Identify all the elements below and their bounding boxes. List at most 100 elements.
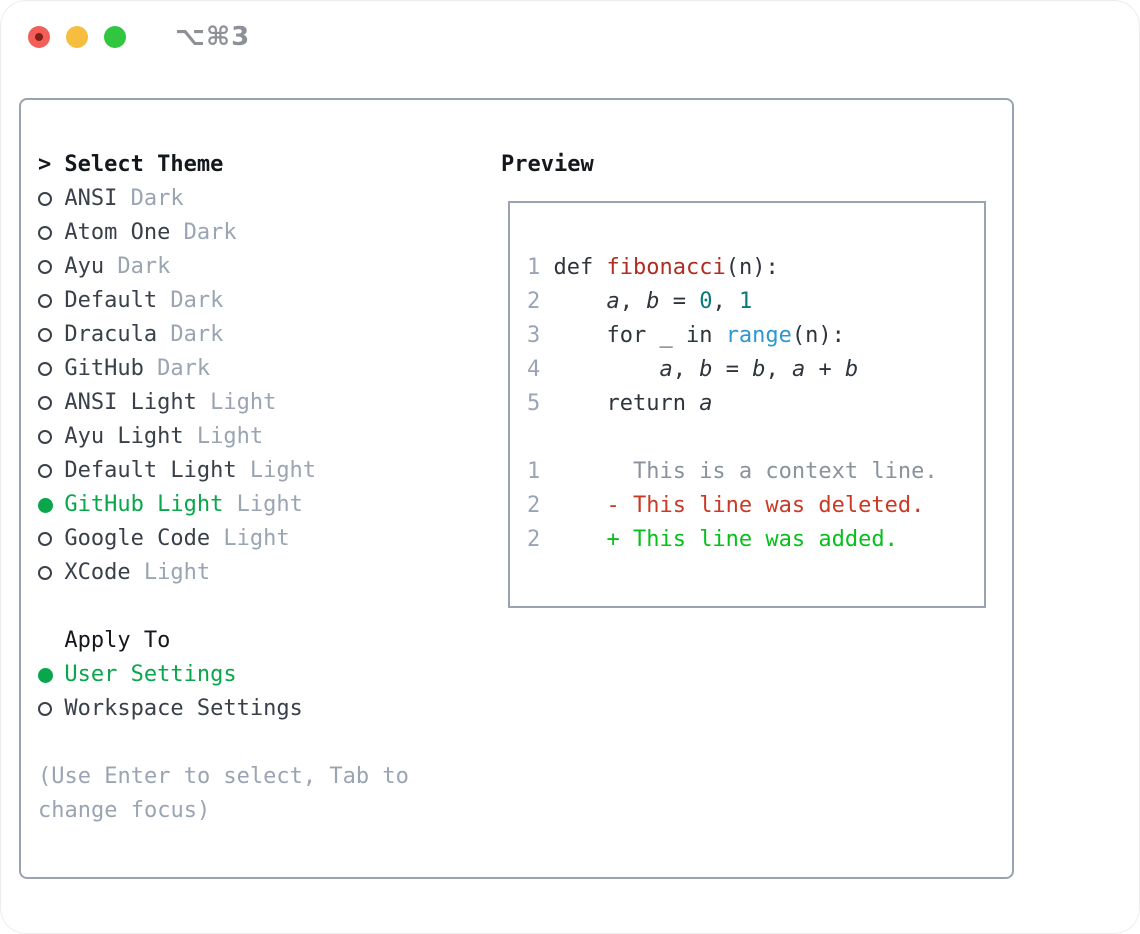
theme-option[interactable]: Default Light Light <box>38 454 488 488</box>
code-line: 2 + This line was added. <box>527 527 898 552</box>
code-token: + <box>805 357 845 382</box>
select-theme-header: > Select Theme <box>38 148 488 182</box>
code-token: + This line was added. <box>540 527 898 552</box>
line-number: 4 <box>527 357 541 382</box>
option-label: Default Dark <box>64 288 224 313</box>
spacer <box>38 590 488 624</box>
code-token: This is a context line. <box>540 459 938 484</box>
option-label: Google Code Light <box>64 526 290 551</box>
theme-option[interactable]: ANSI Dark <box>38 182 488 216</box>
code-token: return <box>540 391 700 416</box>
code-token: b <box>752 357 766 382</box>
code-preview: 1 def fibonacci(n): 2 a, b = 0, 1 3 for … <box>510 203 984 557</box>
radio-icon <box>38 226 52 240</box>
line-number: 2 <box>527 527 541 552</box>
code-token: range <box>725 323 792 348</box>
theme-option[interactable]: ANSI Light Light <box>38 386 488 420</box>
apply-to-option[interactable]: User Settings <box>38 658 488 692</box>
code-token: = <box>712 357 753 382</box>
window-title: ⌥⌘3 <box>175 22 251 52</box>
option-label: Workspace Settings <box>64 696 303 721</box>
option-tag: Light <box>130 560 211 585</box>
code-token: def <box>540 255 607 280</box>
code-token: , <box>619 289 647 314</box>
code-token: (n): <box>725 255 779 280</box>
spacer <box>38 726 488 760</box>
code-token: fibonacci <box>606 255 726 280</box>
theme-option[interactable]: Default Dark <box>38 284 488 318</box>
radio-selected-icon <box>38 667 53 683</box>
code-token: 1 <box>738 289 753 314</box>
theme-option[interactable]: Dracula Dark <box>38 318 488 352</box>
code-token: a <box>606 289 620 314</box>
code-token <box>540 357 659 382</box>
code-line: 2 - This line was deleted. <box>527 493 924 518</box>
option-label: Ayu Light Light <box>64 424 264 449</box>
theme-option[interactable]: Ayu Light Light <box>38 420 488 454</box>
line-number: 1 <box>527 459 541 484</box>
radio-icon <box>38 430 52 444</box>
preview-header: Preview <box>501 152 594 177</box>
select-theme-title: Select Theme <box>64 152 224 177</box>
apply-to-option[interactable]: Workspace Settings <box>38 692 488 726</box>
apply-to-title: Apply To <box>64 628 171 653</box>
minimize-button[interactable] <box>66 26 88 48</box>
option-label: GitHub Dark <box>64 356 211 381</box>
code-line: 4 a, b = b, a + b <box>527 357 858 382</box>
traffic-lights <box>28 26 126 48</box>
option-label: Atom One Dark <box>64 220 237 245</box>
radio-icon <box>38 566 52 580</box>
option-tag: Dark <box>143 356 211 381</box>
option-label: XCode Light <box>64 560 211 585</box>
option-tag: Light <box>210 526 290 551</box>
code-token: (n): <box>791 323 845 348</box>
option-label: Default Light Light <box>64 458 317 483</box>
radio-icon <box>38 464 52 478</box>
code-line: 1 def fibonacci(n): <box>527 255 779 280</box>
option-label: Dracula Dark <box>64 322 224 347</box>
option-label: Ayu Dark <box>64 254 171 279</box>
code-token: for _ in <box>540 323 726 348</box>
theme-option[interactable]: Atom One Dark <box>38 216 488 250</box>
option-label: GitHub Light Light <box>64 492 303 517</box>
zoom-button[interactable] <box>104 26 126 48</box>
code-token: , <box>672 357 700 382</box>
option-tag: Dark <box>157 322 224 347</box>
option-tag: Light <box>183 424 264 449</box>
theme-option[interactable]: GitHub Dark <box>38 352 488 386</box>
apply-to-header: Apply To <box>38 624 488 658</box>
radio-icon <box>38 702 52 716</box>
close-button[interactable] <box>28 26 50 48</box>
radio-selected-icon <box>38 497 53 513</box>
preview-box: 1 def fibonacci(n): 2 a, b = 0, 1 3 for … <box>508 201 986 608</box>
line-number: 5 <box>527 391 541 416</box>
code-line: 2 a, b = 0, 1 <box>527 289 752 314</box>
line-number: 2 <box>527 289 541 314</box>
option-tag: Dark <box>104 254 171 279</box>
option-label: User Settings <box>64 662 237 687</box>
option-tag: Light <box>196 390 277 415</box>
theme-option[interactable]: XCode Light <box>38 556 488 590</box>
radio-icon <box>38 260 52 274</box>
option-label: ANSI Light Light <box>64 390 277 415</box>
code-line: 5 return a <box>527 391 712 416</box>
code-token: - This line was deleted. <box>540 493 925 518</box>
hint-line-1: (Use Enter to select, Tab to <box>38 764 409 789</box>
theme-option[interactable]: Google Code Light <box>38 522 488 556</box>
code-token: b <box>646 289 660 314</box>
option-tag: Dark <box>157 288 224 313</box>
radio-icon <box>38 328 52 342</box>
radio-icon <box>38 362 52 376</box>
option-tag: Light <box>236 458 317 483</box>
line-number: 2 <box>527 493 541 518</box>
code-token: 0 <box>699 289 713 314</box>
theme-option[interactable]: GitHub Light Light <box>38 488 488 522</box>
line-number: 3 <box>527 323 541 348</box>
theme-option[interactable]: Ayu Dark <box>38 250 488 284</box>
code-token: b <box>699 357 713 382</box>
